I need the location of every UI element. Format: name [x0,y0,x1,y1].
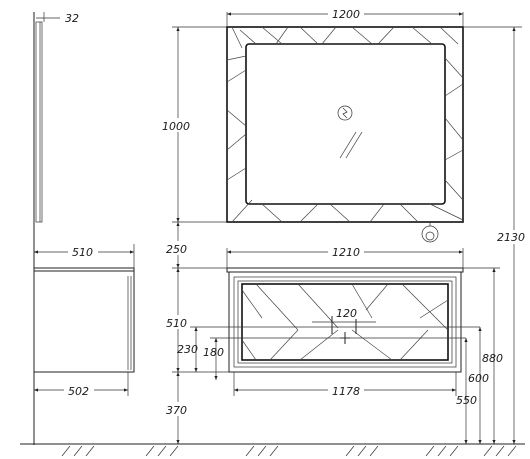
touch-sensor-icon [337,105,363,159]
dim-drain-a: 230 [177,343,198,356]
dim-mount-height: 370 [166,404,187,417]
cabinet-panel-mid [237,280,453,364]
dim-siphon-spacing: 120 [336,307,357,320]
floor-hatching [61,445,517,457]
dim-1210-bg [328,244,364,258]
cabinet-panel-inner [241,283,449,361]
dim-250-bg [164,241,190,255]
dim-level-880: 880 [482,352,503,365]
dim-drain-b: 180 [203,346,224,359]
dim-510-bg [68,244,98,258]
dim-502-bg [64,383,94,397]
cabinet-top-slab [226,267,464,273]
cabinet-body [228,271,462,373]
dim-gap-to-mirror: 250 [166,243,187,256]
dim-2130-bg [496,230,526,244]
dim-level-550: 550 [456,394,477,407]
dim-mirror-width: 1200 [332,8,360,21]
dim-mirror-height: 1000 [162,120,190,133]
dim-370-bg [164,402,190,416]
dim-510-side-bg [164,315,190,329]
dim-inner-width: 1178 [332,385,360,398]
dim-side-height: 510 [166,317,187,330]
dim-1178-bg [328,383,364,397]
mirror-frame-outer [226,26,464,223]
mirror-frame-pattern [226,26,464,223]
dim-mirror-thickness: 32 [65,12,79,25]
dim-1000-bg [160,118,196,132]
dim-level-600: 600 [468,372,489,385]
mirror-glass [245,43,446,205]
mirror-front-view: 1200 1000 [160,6,464,243]
dim-cabinet-depth-bottom: 502 [68,385,89,398]
dim-1200-bg [328,6,364,20]
dim-total-height: 2130 [497,231,525,244]
side-view: 32 510 502 [33,12,135,445]
cabinet-front-view: 250 1210 120 510 230 180 1178 [164,222,480,444]
mirror-side-profile [35,21,43,223]
dim-cabinet-width: 1210 [332,246,360,259]
round-switch-icon [421,222,439,243]
cabinet-panel-pattern [241,283,449,361]
cabinet-panel-outer [233,276,457,368]
dim-120-bg [334,305,358,319]
floor [20,443,525,457]
cabinet-side-body [33,267,135,373]
right-dimensions: 550 600 880 2130 [456,26,526,444]
dim-cabinet-depth-top: 510 [72,246,93,259]
